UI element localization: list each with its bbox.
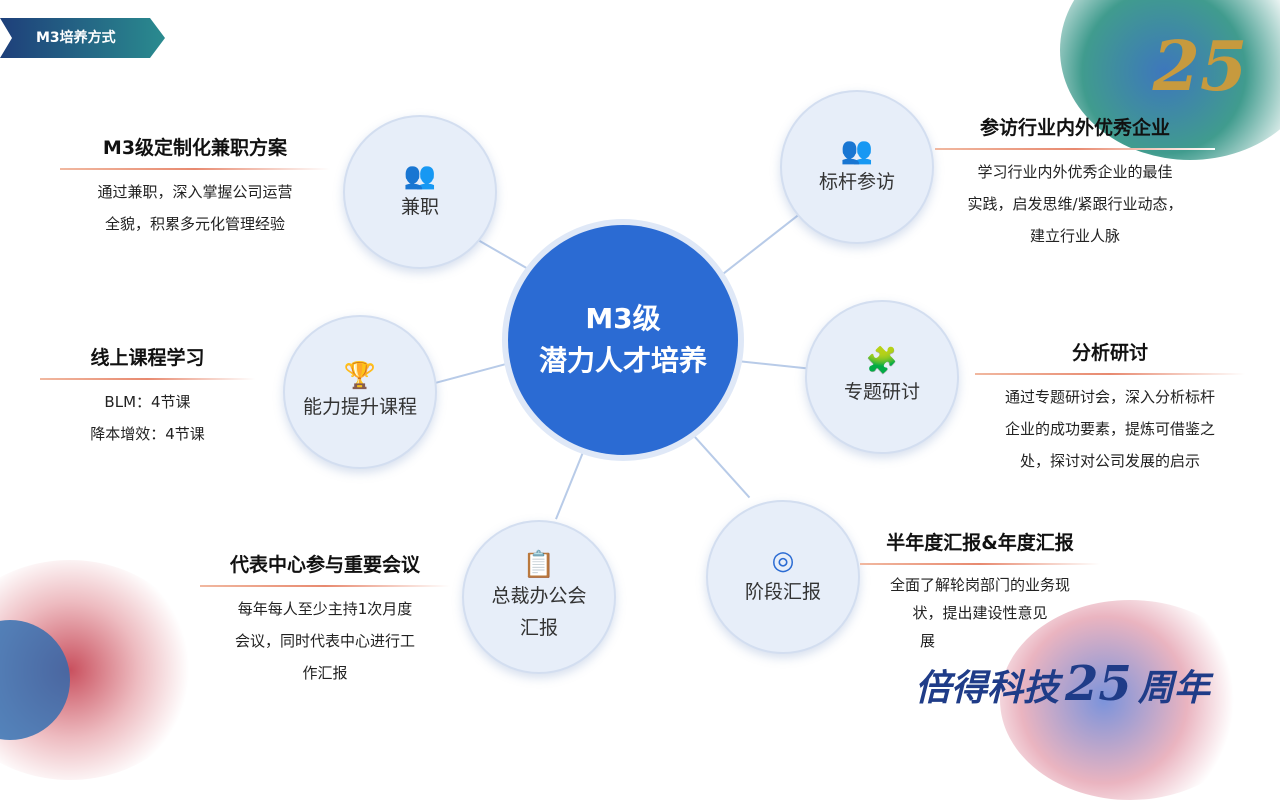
node-benchmark: 👥 标杆参访 bbox=[780, 90, 934, 244]
block-text: 状，提出建设性意见 bbox=[912, 604, 1048, 622]
block-text: 作汇报 bbox=[302, 664, 348, 682]
people-icon: 👥 bbox=[403, 161, 437, 191]
connector bbox=[720, 207, 808, 277]
people-icon: 👥 bbox=[840, 136, 874, 166]
center-title: M3级 bbox=[585, 302, 661, 335]
parttime-block: M3级定制化兼职方案 通过兼职，深入掌握公司运营全貌，积累多元化管理经验 bbox=[60, 133, 330, 240]
block-heading: 参访行业内外优秀企业 bbox=[979, 117, 1170, 139]
anniv-suffix: 周年 bbox=[1137, 667, 1210, 709]
trophy-icon: 🏆 bbox=[343, 361, 377, 391]
stage-block: 半年度汇报&年度汇报 全面了解轮岗部门的业务现状，提出建设性意见展 bbox=[860, 528, 1100, 655]
block-text: 展 bbox=[920, 632, 936, 650]
connector bbox=[688, 430, 751, 499]
block-text: 企业的成功要素，提炼可借鉴之 bbox=[1004, 420, 1215, 438]
node-label: 能力提升课程 bbox=[302, 396, 417, 418]
center-node: M3级 潜力人才培养 bbox=[508, 225, 738, 455]
node-label: 总裁办公会 bbox=[491, 585, 587, 607]
ceo-block: 代表中心参与重要会议 每年每人至少主持1次月度会议，同时代表中心进行工作汇报 bbox=[200, 550, 450, 689]
benchmark-block: 参访行业内外优秀企业 学习行业内外优秀企业的最佳实践，启发思维/紧跟行业动态， 建… bbox=[935, 113, 1215, 252]
node-seminar: 🧩 专题研讨 bbox=[805, 300, 959, 454]
block-text: BLM：4节课 bbox=[104, 393, 191, 411]
block-heading: 代表中心参与重要会议 bbox=[229, 554, 420, 576]
block-text: 学习行业内外优秀企业的最佳 bbox=[977, 163, 1173, 181]
company-anniversary-logo: 倍得科技 25 周年 bbox=[915, 660, 1210, 710]
block-heading: 半年度汇报&年度汇报 bbox=[886, 532, 1074, 554]
node-course: 🏆 能力提升课程 bbox=[283, 315, 437, 469]
block-text: 降本增效：4节课 bbox=[90, 425, 205, 443]
node-stage: ◎ 阶段汇报 bbox=[706, 500, 860, 654]
node-label: 专题研讨 bbox=[843, 381, 920, 403]
block-heading: 线上课程学习 bbox=[90, 347, 205, 369]
company-name: 倍得科技 bbox=[915, 667, 1060, 709]
divider bbox=[935, 148, 1215, 150]
connector bbox=[435, 362, 508, 384]
node-label: 阶段汇报 bbox=[744, 581, 821, 603]
section-banner: M3培养方式 bbox=[0, 18, 165, 58]
divider bbox=[60, 168, 330, 170]
block-text: 建立行业人脉 bbox=[1029, 227, 1120, 245]
anniv-number: 25 bbox=[1065, 656, 1132, 712]
center-subtitle: 潜力人才培养 bbox=[538, 344, 707, 377]
block-heading: M3级定制化兼职方案 bbox=[102, 137, 288, 159]
block-text: 通过兼职，深入掌握公司运营 bbox=[97, 183, 293, 201]
puzzle-icon: 🧩 bbox=[865, 346, 899, 376]
divider bbox=[200, 585, 450, 587]
connector bbox=[555, 449, 585, 520]
block-text: 每年每人至少主持1次月度 bbox=[237, 600, 413, 618]
clipboard-icon: 📋 bbox=[522, 550, 556, 580]
seminar-block: 分析研讨 通过专题研讨会，深入分析标杆企业的成功要素，提炼可借鉴之处，探讨对公司… bbox=[975, 338, 1245, 477]
block-text: 通过专题研讨会，深入分析标杆 bbox=[1004, 388, 1215, 406]
node-parttime: 👥 兼职 bbox=[343, 115, 497, 269]
block-heading: 分析研讨 bbox=[1071, 342, 1148, 364]
course-block: 线上课程学习 BLM：4节课降本增效：4节课 bbox=[40, 343, 255, 450]
block-text: 实践，启发思维/紧跟行业动态， bbox=[967, 195, 1183, 213]
target-icon: ◎ bbox=[771, 546, 795, 576]
block-text: 会议，同时代表中心进行工 bbox=[234, 632, 415, 650]
node-label: 标杆参访 bbox=[818, 171, 895, 193]
block-text: 全面了解轮岗部门的业务现 bbox=[889, 576, 1070, 594]
block-text: 全貌，积累多元化管理经验 bbox=[104, 215, 285, 233]
node-ceo: 📋 总裁办公会汇报 bbox=[462, 520, 616, 674]
divider bbox=[975, 373, 1245, 375]
node-label: 汇报 bbox=[519, 617, 558, 639]
divider bbox=[860, 563, 1100, 565]
anniversary-logo: 25 bbox=[1152, 27, 1248, 107]
node-label: 兼职 bbox=[400, 196, 439, 218]
divider bbox=[40, 378, 255, 380]
block-text: 处，探讨对公司发展的启示 bbox=[1019, 452, 1200, 470]
